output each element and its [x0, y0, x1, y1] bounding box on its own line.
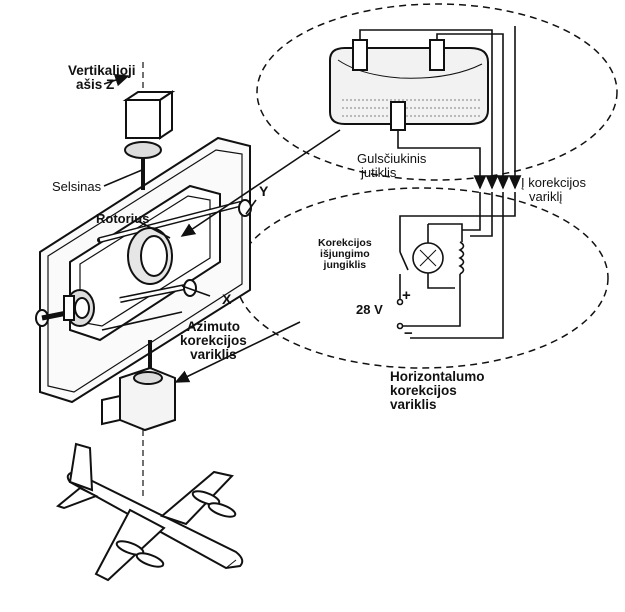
cutoff-switch-label: Korekcijos išjungimo jungiklis: [318, 237, 372, 272]
horizontal-motor-label: Horizontalumo korekcijos variklis: [390, 369, 485, 413]
sensor-wires: [359, 26, 522, 339]
vertical-shaft: [101, 62, 176, 500]
level-sensor-vessel: [329, 39, 489, 131]
aircraft-drawing: [55, 442, 244, 582]
selsyn-label: Selsinas: [52, 179, 102, 194]
leader-lines: [101, 73, 341, 383]
plus-sign: +: [402, 287, 411, 304]
axis-y-label: Y: [259, 183, 269, 199]
motor-circuit: [396, 223, 465, 330]
axis-x-label: X: [222, 291, 232, 307]
minus-sign: −: [404, 325, 413, 342]
motor-circuit-ellipse: [235, 187, 609, 369]
level-sensor-label: Gulsčiukinis jutiklis: [357, 151, 427, 180]
sensor-ellipse: [256, 3, 618, 181]
to-motor-label: Į korekcijos variklį: [521, 175, 587, 204]
azimuth-motor-label: Azimuto korekcijos variklis: [180, 319, 247, 363]
vertical-axis-label: Vertikalioji ašis Z: [68, 63, 136, 93]
voltage-label: 28 V: [356, 302, 383, 317]
rotor-label: Rotorius: [96, 211, 150, 226]
